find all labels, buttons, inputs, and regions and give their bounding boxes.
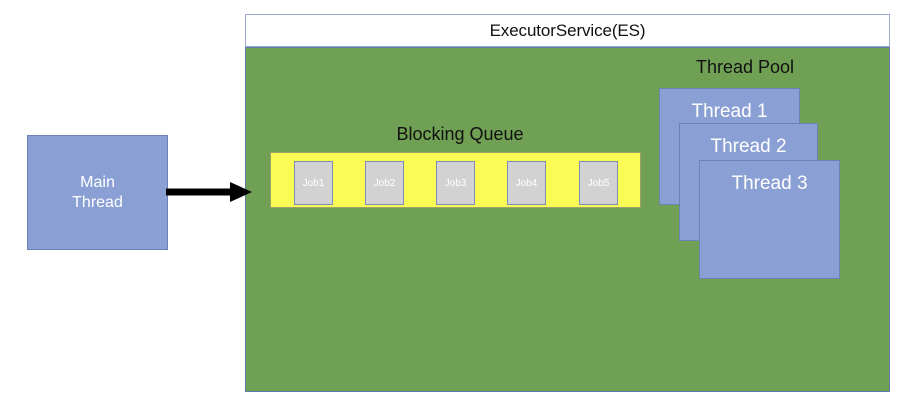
submit-arrow-icon <box>166 182 252 202</box>
job-box-1: Job1 <box>294 161 333 205</box>
job-box-2: Job2 <box>365 161 404 205</box>
job-label-1: Job1 <box>302 177 325 189</box>
job-label-4: Job4 <box>515 177 538 189</box>
thread-label-3: Thread 3 <box>731 173 808 194</box>
job-box-5: Job5 <box>579 161 618 205</box>
executor-service-title: ExecutorService(ES) <box>489 20 646 40</box>
blocking-queue-label: Blocking Queue <box>396 124 524 144</box>
thread-label-1: Thread 1 <box>691 101 768 122</box>
job-label-3: Job3 <box>444 177 467 189</box>
job-box-4: Job4 <box>507 161 546 205</box>
main-thread-label-line1: Main <box>80 173 115 191</box>
executor-service-title-bar: ExecutorService(ES) <box>245 14 890 47</box>
job-label-2: Job2 <box>373 177 396 189</box>
thread-label-2: Thread 2 <box>710 136 787 157</box>
thread-box-3: Thread 3 <box>699 160 840 279</box>
job-box-3: Job3 <box>436 161 475 205</box>
blocking-queue-box: Job1 Job2 Job3 Job4 Job5 <box>270 152 641 208</box>
main-thread-box: Main Thread <box>27 135 168 250</box>
job-label-5: Job5 <box>587 177 610 189</box>
thread-pool-label: Thread Pool <box>695 57 795 77</box>
main-thread-label-line2: Thread <box>72 193 123 211</box>
